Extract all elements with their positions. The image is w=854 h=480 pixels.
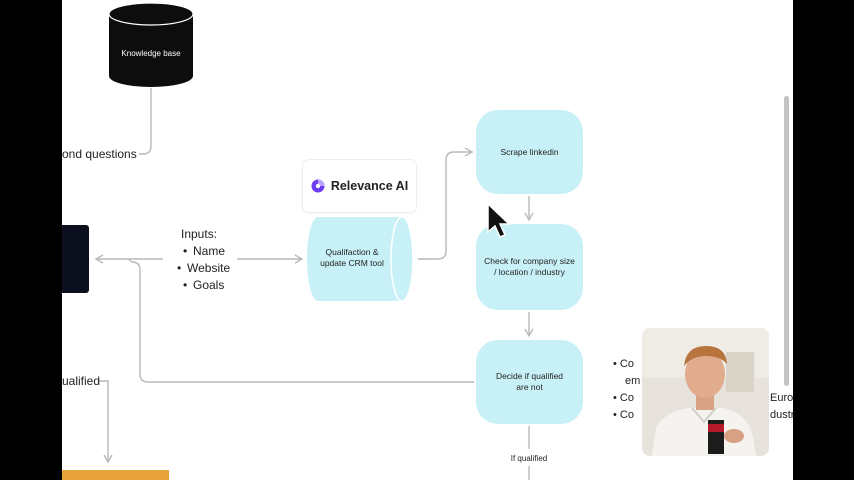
bullet-partial-1: • Co: [613, 358, 634, 370]
relevance-ai-card: Relevance AI: [303, 160, 416, 212]
bullet-partial-3: • Co: [613, 409, 634, 421]
questions-label-partial: ond questions: [62, 147, 137, 161]
check-company-node: Check for company size / location / indu…: [476, 224, 583, 310]
crm-tool-label: Qualifaction & update CRM tool: [320, 247, 384, 268]
inputs-title: Inputs:: [181, 227, 218, 241]
qualified-label-partial: ualified: [62, 374, 101, 388]
canvas-scrollbar[interactable]: [784, 96, 789, 386]
left-node-partial: [62, 225, 89, 293]
relevance-logo-icon: [311, 179, 325, 193]
mouse-cursor-icon: [487, 202, 511, 238]
bullet-partial-1b: em: [625, 375, 641, 387]
right-partial-2: dustr: [770, 409, 795, 421]
presenter-webcam: [642, 328, 769, 456]
decide-qualified-label: Decide if qualified are not: [495, 371, 564, 392]
check-company-label: Check for company size / location / indu…: [484, 256, 575, 277]
orange-node-partial: [62, 470, 169, 480]
knowledge-base-label: Knowledge base: [121, 49, 181, 58]
scrape-linkedin-label: Scrape linkedin: [500, 146, 559, 157]
inputs-list: Inputs: Name Website Goals: [175, 226, 230, 294]
input-item-goals: Goals: [183, 277, 230, 294]
input-item-name: Name: [183, 243, 230, 260]
presenter-person-icon: [642, 328, 769, 456]
bullet-partial-2: • Co: [613, 392, 634, 404]
if-qualified-label: If qualified: [510, 454, 548, 463]
relevance-brand-label: Relevance AI: [330, 179, 409, 193]
input-item-website: Website: [177, 260, 230, 277]
decide-qualified-node: Decide if qualified are not: [476, 340, 583, 424]
knowledge-base-cylinder-icon: [108, 2, 194, 87]
right-partial-1: Euro: [770, 392, 794, 404]
scrape-linkedin-node: Scrape linkedin: [476, 110, 583, 194]
crm-tool-cylinder-icon: [307, 216, 414, 302]
